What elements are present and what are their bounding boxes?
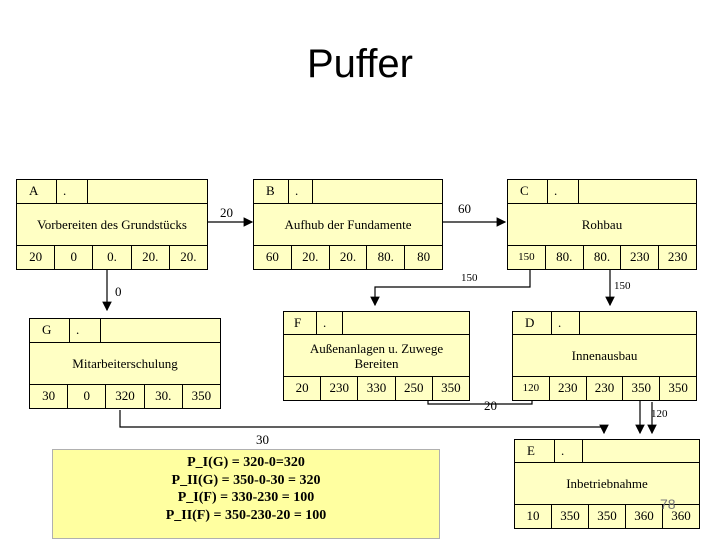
node-e-value: 360 [626,505,663,528]
edge-label-b-c: 60 [458,201,471,216]
node-g-id: G [30,319,70,342]
node-e-value: 350 [552,505,589,528]
node-c-id: C [508,180,548,203]
node-d-value: 230 [587,377,624,400]
node-a-value: 20. [180,249,197,264]
node-a-name: Vorbereiten des Grundstücks [37,217,187,232]
node-e-value: 350 [589,505,626,528]
node-d-id: D [513,312,552,334]
node-f-value: 330 [358,377,396,400]
node-d-duration: 120 [513,377,550,400]
node-f-id: F [284,312,317,334]
node-e-duration: 10 [515,505,552,528]
node-a-value: 20. [132,246,170,269]
node-e-mark: . [555,440,583,462]
node-b-value: 20. [330,246,368,269]
page-number: 78 [660,496,676,512]
calc-line: P_I(G) = 320-0=320 [187,455,305,470]
node-b-value: 80. [367,246,406,269]
slide-title: Puffer [307,42,413,86]
edge-label-d-e: 120 [651,408,668,420]
edge-label-c-d: 150 [614,280,631,292]
node-e-id: E [515,440,555,462]
node-f-name: Außenanlagen u. Zuwege Bereiten [309,340,444,371]
calc-line: P_I(F) = 330-230 = 100 [177,490,315,505]
node-a: A . Vorbereiten des Grundstücks 20 0 0. … [16,179,208,270]
node-d-name: Innenausbau [571,348,638,363]
node-d-mark: . [552,312,580,334]
edge-label-g-e: 30 [256,432,269,447]
node-b-name: Aufhub der Fundamente [284,217,412,232]
node-b-mark: . [289,180,313,203]
node-g-value: 320 [106,385,145,408]
edge-label-f-e: 20 [484,398,497,413]
node-b-value: 20. [292,246,330,269]
calc-line: P_II(F) = 350-230-20 = 100 [165,507,327,523]
node-f: F . Außenanlagen u. Zuwege Bereiten 20 2… [283,311,470,401]
node-a-value: 0. [93,246,132,269]
node-f-duration: 20 [284,377,322,400]
node-c-mark: . [548,180,579,203]
node-a-duration: 20 [17,246,56,269]
node-a-value: 0 [55,246,94,269]
node-d: D . Innenausbau 120 230 230 350 350 [512,311,697,401]
node-f-value: 230 [321,377,359,400]
calc-line: P_II(G) = 350-0-30 = 320 [171,472,321,488]
edge-label-a-b: 20 [220,205,233,220]
node-g-name: Mitarbeiterschulung [72,356,178,371]
node-b-id: B [254,180,289,203]
edge-label-a-g: 0 [115,284,122,299]
node-a-mark: . [57,180,88,203]
buffer-calculation-box: P_I(G) = 320-0=320 P_II(G) = 350-0-30 = … [52,449,440,539]
node-b-value: 80 [417,249,431,264]
node-g-duration: 30 [30,385,69,408]
node-d-value: 350 [668,380,688,395]
node-d-value: 350 [623,377,661,400]
node-g-value: 350 [191,388,212,403]
edge-g-e [119,410,609,435]
node-g-value: 0 [68,385,107,408]
node-d-value: 230 [550,377,587,400]
node-b-duration: 60 [254,246,292,269]
node-c: C . Rohbau 150 80. 80. 230 230 [507,179,697,270]
node-c-value: 80. [584,246,622,269]
node-c-value: 80. [546,246,584,269]
node-c-duration: 150 [508,246,546,269]
node-e: E . Inbetriebnahme 10 350 350 360 360 [514,439,700,529]
node-f-mark: . [317,312,343,334]
node-g-value: 30. [145,385,183,408]
node-g-mark: . [70,319,101,342]
node-c-name: Rohbau [581,217,623,232]
edge-c-f [370,270,531,307]
node-c-value: 230 [667,249,688,264]
edge-label-c-f: 150 [461,272,478,284]
node-c-value: 230 [621,246,660,269]
node-g: G . Mitarbeiterschulung 30 0 320 30. 350 [29,318,221,409]
node-a-id: A [17,180,57,203]
node-e-value: 360 [671,508,691,523]
node-f-value: 250 [396,377,433,400]
node-f-value: 350 [441,380,461,395]
node-e-name: Inbetriebnahme [566,476,648,491]
node-b: B . Aufhub der Fundamente 60 20. 20. 80.… [253,179,443,270]
